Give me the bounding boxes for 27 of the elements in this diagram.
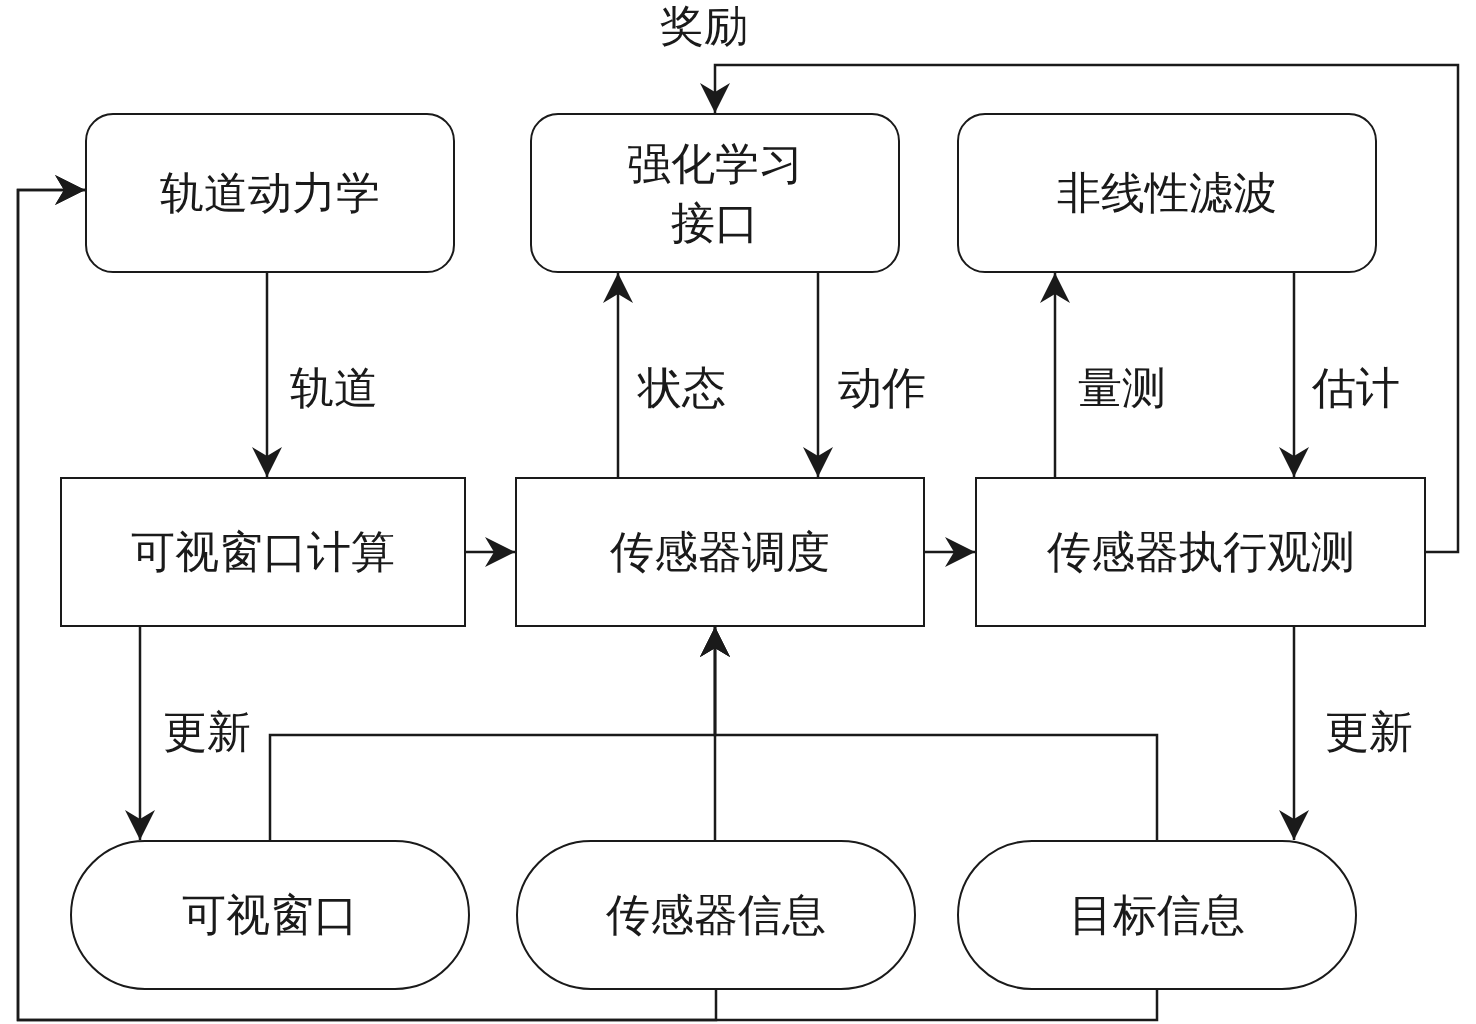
process-box	[60, 477, 466, 627]
arrow	[603, 273, 633, 477]
node-label: 传感器执行观测	[1046, 525, 1355, 580]
arrow	[252, 273, 282, 477]
rounded-box	[85, 113, 455, 273]
node-label: 强化学习接口	[626, 136, 804, 250]
node-label: 传感器信息	[606, 888, 826, 943]
rounded-box	[530, 113, 900, 273]
process-box	[975, 477, 1426, 627]
node-label: 非线性滤波	[1057, 166, 1277, 221]
arrow	[700, 63, 1460, 554]
arrow	[1279, 273, 1309, 477]
arrow	[925, 537, 975, 567]
arrow	[700, 627, 1159, 840]
arrow	[1040, 273, 1070, 477]
arrow	[16, 175, 1159, 1022]
node-label: 目标信息	[1069, 888, 1245, 943]
node-label: 可视窗口计算	[131, 525, 395, 580]
node-label: 轨道动力学	[160, 166, 380, 221]
node-label: 传感器调度	[610, 525, 830, 580]
arrow	[466, 537, 515, 567]
node-label: 可视窗口	[182, 888, 358, 943]
arrow	[125, 627, 155, 840]
arrow	[1279, 627, 1309, 840]
arrow	[803, 273, 833, 477]
process-box	[515, 477, 925, 627]
rounded-box	[957, 113, 1377, 273]
